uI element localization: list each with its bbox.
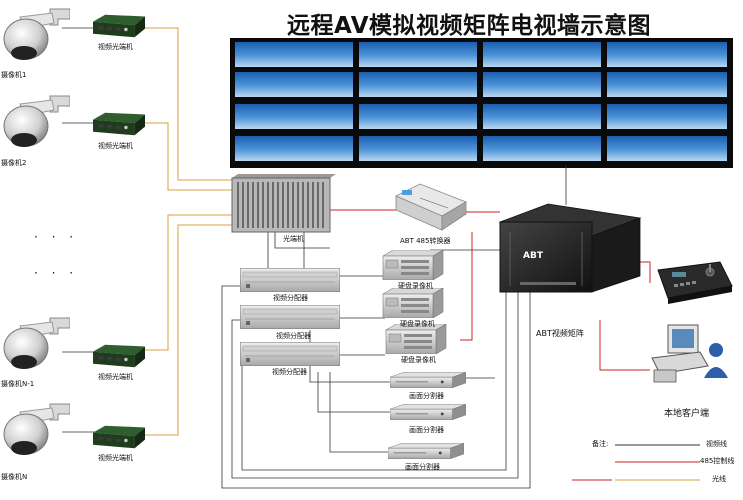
- wall-screen: [235, 72, 353, 97]
- wall-screen: [483, 136, 601, 161]
- wall-screen: [235, 136, 353, 161]
- legend-video-label: 视频线: [706, 440, 727, 448]
- wall-screen: [235, 104, 353, 129]
- fiber-terminal-1: [93, 14, 145, 38]
- wall-screen: [607, 104, 727, 129]
- camera-video-lines: [62, 27, 95, 433]
- camera-1-label: 摄像机1: [1, 71, 27, 79]
- splitter-2: [390, 404, 466, 420]
- wall-screen: [359, 104, 477, 129]
- wall-screen: [359, 136, 477, 161]
- optical-terminal-rack: [231, 174, 336, 233]
- client-label: 本地客户端: [664, 409, 710, 419]
- video-wall: [230, 38, 733, 168]
- splitter-1: [390, 372, 466, 388]
- legend-fiber-label: 光线: [712, 475, 726, 483]
- video-distributor-1: [240, 268, 340, 292]
- fiber-terminal-1-label: 视频光端机: [98, 43, 133, 51]
- splitter-1-label: 画面分割器: [409, 392, 444, 400]
- video-distributor-3: [240, 342, 340, 366]
- page-title: 远程AV模拟视频矩阵电视墙示意图: [287, 13, 652, 39]
- splitter-3-label: 画面分割器: [405, 463, 440, 471]
- optical-terminal-label: 光端机: [283, 235, 304, 243]
- video-distributor-3-label: 视频分配器: [272, 368, 307, 376]
- wall-screen: [359, 42, 477, 67]
- camera-2: [3, 95, 70, 148]
- video-distributor-2: [240, 305, 340, 329]
- ellipsis-1: · · ·: [34, 230, 79, 244]
- camera-2-label: 摄像机2: [1, 159, 27, 167]
- client-pc: [651, 324, 728, 383]
- wall-screen: [235, 42, 353, 67]
- wall-screen: [359, 72, 477, 97]
- dvr-3: [385, 324, 447, 354]
- matrix-label: ABT视频矩阵: [536, 329, 584, 338]
- protocol-converter-label: ABT 485转换器: [400, 237, 451, 245]
- video-distributor-1-label: 视频分配器: [273, 294, 308, 302]
- wall-screen: [607, 72, 727, 97]
- legend-485-label: 485控制线: [700, 457, 735, 465]
- keyboard-controller: [657, 261, 733, 304]
- camera-1: [3, 8, 70, 61]
- wall-screen: [483, 42, 601, 67]
- video-lines: [221, 165, 567, 489]
- splitter-2-label: 画面分割器: [409, 426, 444, 434]
- legend-lines: [615, 444, 700, 481]
- wall-screen: [483, 72, 601, 97]
- wall-screen: [607, 136, 727, 161]
- dvr-1: [382, 250, 444, 280]
- dvr-3-label: 硬盘录像机: [401, 356, 436, 364]
- protocol-converter: [395, 183, 467, 231]
- legend-title: 备注:: [592, 440, 609, 448]
- camera-n-1: [3, 317, 70, 370]
- dvr-1-label: 硬盘录像机: [398, 282, 433, 290]
- wall-screen: [483, 104, 601, 129]
- abt-video-matrix: [498, 203, 642, 293]
- matrix-brand: ABT: [523, 251, 543, 261]
- fiber-lines: [142, 27, 232, 436]
- fiber-terminal-n-label: 视频光端机: [98, 454, 133, 462]
- camera-n: [3, 403, 70, 456]
- dvr-2: [382, 288, 444, 318]
- fiber-terminal-n: [93, 425, 145, 449]
- fiber-terminal-n-1-label: 视频光端机: [98, 373, 133, 381]
- wall-screen: [607, 42, 727, 67]
- camera-n-label: 摄像机N: [1, 473, 28, 481]
- fiber-terminal-2: [93, 112, 145, 136]
- splitter-3: [388, 443, 464, 459]
- video-distributor-2-label: 视频分配器: [276, 332, 311, 340]
- fiber-terminal-2-label: 视频光端机: [98, 142, 133, 150]
- fiber-terminal-n-1: [93, 344, 145, 368]
- camera-n-1-label: 摄像机N-1: [1, 380, 35, 388]
- dvr-2-label: 硬盘录像机: [400, 320, 435, 328]
- ellipsis-2: · · ·: [34, 266, 79, 280]
